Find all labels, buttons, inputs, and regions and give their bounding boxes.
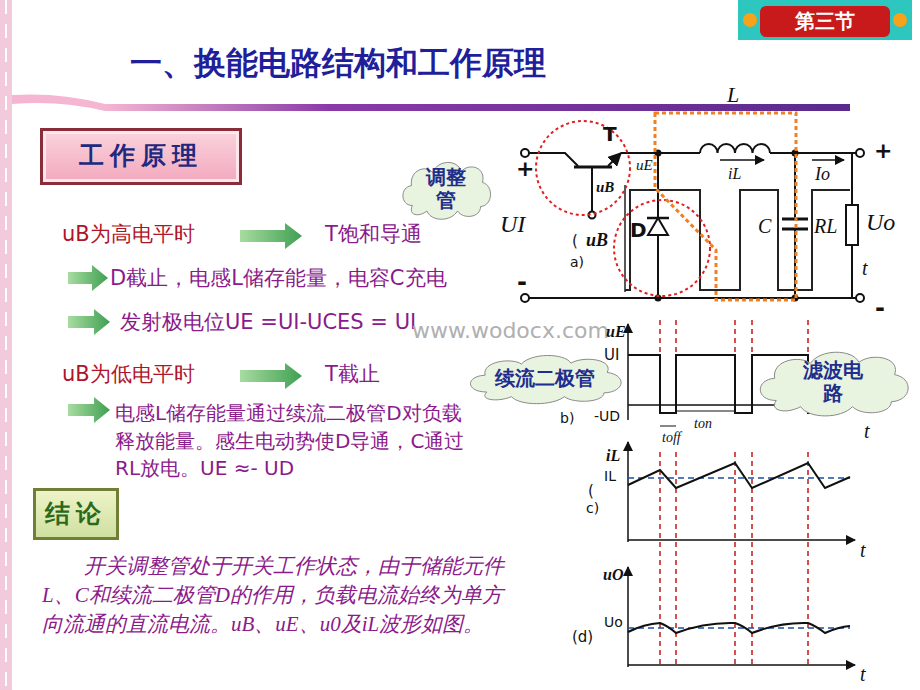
node-text: 续流二极管 (495, 367, 595, 390)
signal-label: - (875, 294, 885, 323)
signal-label: c) (586, 500, 599, 517)
signal-label: uE (606, 322, 626, 341)
signal-label: (d) (572, 628, 593, 646)
signal-label: T (603, 122, 617, 146)
signal-label: uE (636, 156, 653, 174)
node-text: 工作原理 (79, 142, 203, 171)
explanation-text: T截止 (325, 362, 380, 387)
explanation-text: 发射极电位UE =UI-UCES = UI (120, 310, 416, 335)
explanation-text: T饱和导通 (325, 222, 422, 247)
signal-label: -UD (594, 408, 620, 425)
resistor-symbol (846, 205, 858, 245)
signal-label: Io (815, 164, 830, 186)
watermark: www.wodocx.com (412, 318, 609, 344)
signal-label: L (727, 82, 739, 108)
explanation-text: uB为低电平时 (62, 362, 195, 387)
heading-box: 结论 (33, 488, 119, 540)
signal-label: uB (586, 230, 608, 252)
signal-label: UI (500, 210, 525, 239)
il-waveform (628, 442, 855, 542)
buck-circuit (521, 144, 864, 302)
callout-cloud: 调整管 (398, 156, 494, 222)
signal-label: + (874, 138, 892, 164)
node-text: 滤波电路 (801, 359, 865, 405)
signal-label: ton (694, 416, 712, 433)
signal-label: t (860, 538, 866, 562)
signal-label: b) (560, 410, 574, 427)
signal-label: iL (606, 446, 620, 465)
inductor-symbol (700, 144, 770, 153)
signal-label: UI (604, 346, 619, 364)
signal-label: + (516, 156, 534, 182)
diode-symbol (648, 218, 668, 235)
signal-label: D (630, 218, 647, 242)
signal-label: Uo (866, 208, 895, 237)
node-text: 第三节 (795, 10, 855, 33)
signal-label: t (862, 256, 868, 280)
signal-label: uO (603, 565, 623, 584)
node-text: 调整管 (424, 166, 468, 212)
signal-label: a) (570, 254, 584, 271)
heading-box: 工作原理 (40, 128, 242, 185)
signal-label: iL (728, 164, 741, 183)
signal-label: ( (572, 232, 578, 250)
signal-label: - (517, 268, 527, 297)
uo-waveform (628, 567, 855, 667)
signal-label: IL (604, 468, 616, 485)
node-text: 结论 (45, 500, 107, 529)
signal-label: C (758, 214, 771, 238)
signal-label: ( (588, 482, 594, 500)
signal-label: toff (662, 430, 681, 447)
signal-label: Uo (604, 614, 623, 631)
explanation-text: 电感L储存能量通过续流二极管D对负载释放能量。感生电动势使D导通，C通过RL放电… (115, 400, 475, 483)
signal-label: t (860, 662, 866, 686)
signal-label: RL (814, 214, 837, 238)
section-tab: 第三节 (760, 6, 890, 37)
callout-cloud: 续流二极管 (462, 350, 627, 406)
signal-label: t (864, 419, 870, 443)
slide-title: 一、换能电路结构和工作原理 (130, 44, 546, 82)
explanation-text: uB为高电平时 (62, 222, 195, 247)
explanation-text: 开关调整管处于开关工作状态，由于储能元件L、C和续流二极管D的作用，负载电流始终… (42, 552, 520, 639)
explanation-text: D截止，电感L储存能量，电容C充电 (110, 266, 447, 291)
signal-label: uB (596, 178, 614, 196)
callout-cloud: 滤波电路 (752, 345, 914, 419)
highlight-outlines (536, 113, 796, 300)
